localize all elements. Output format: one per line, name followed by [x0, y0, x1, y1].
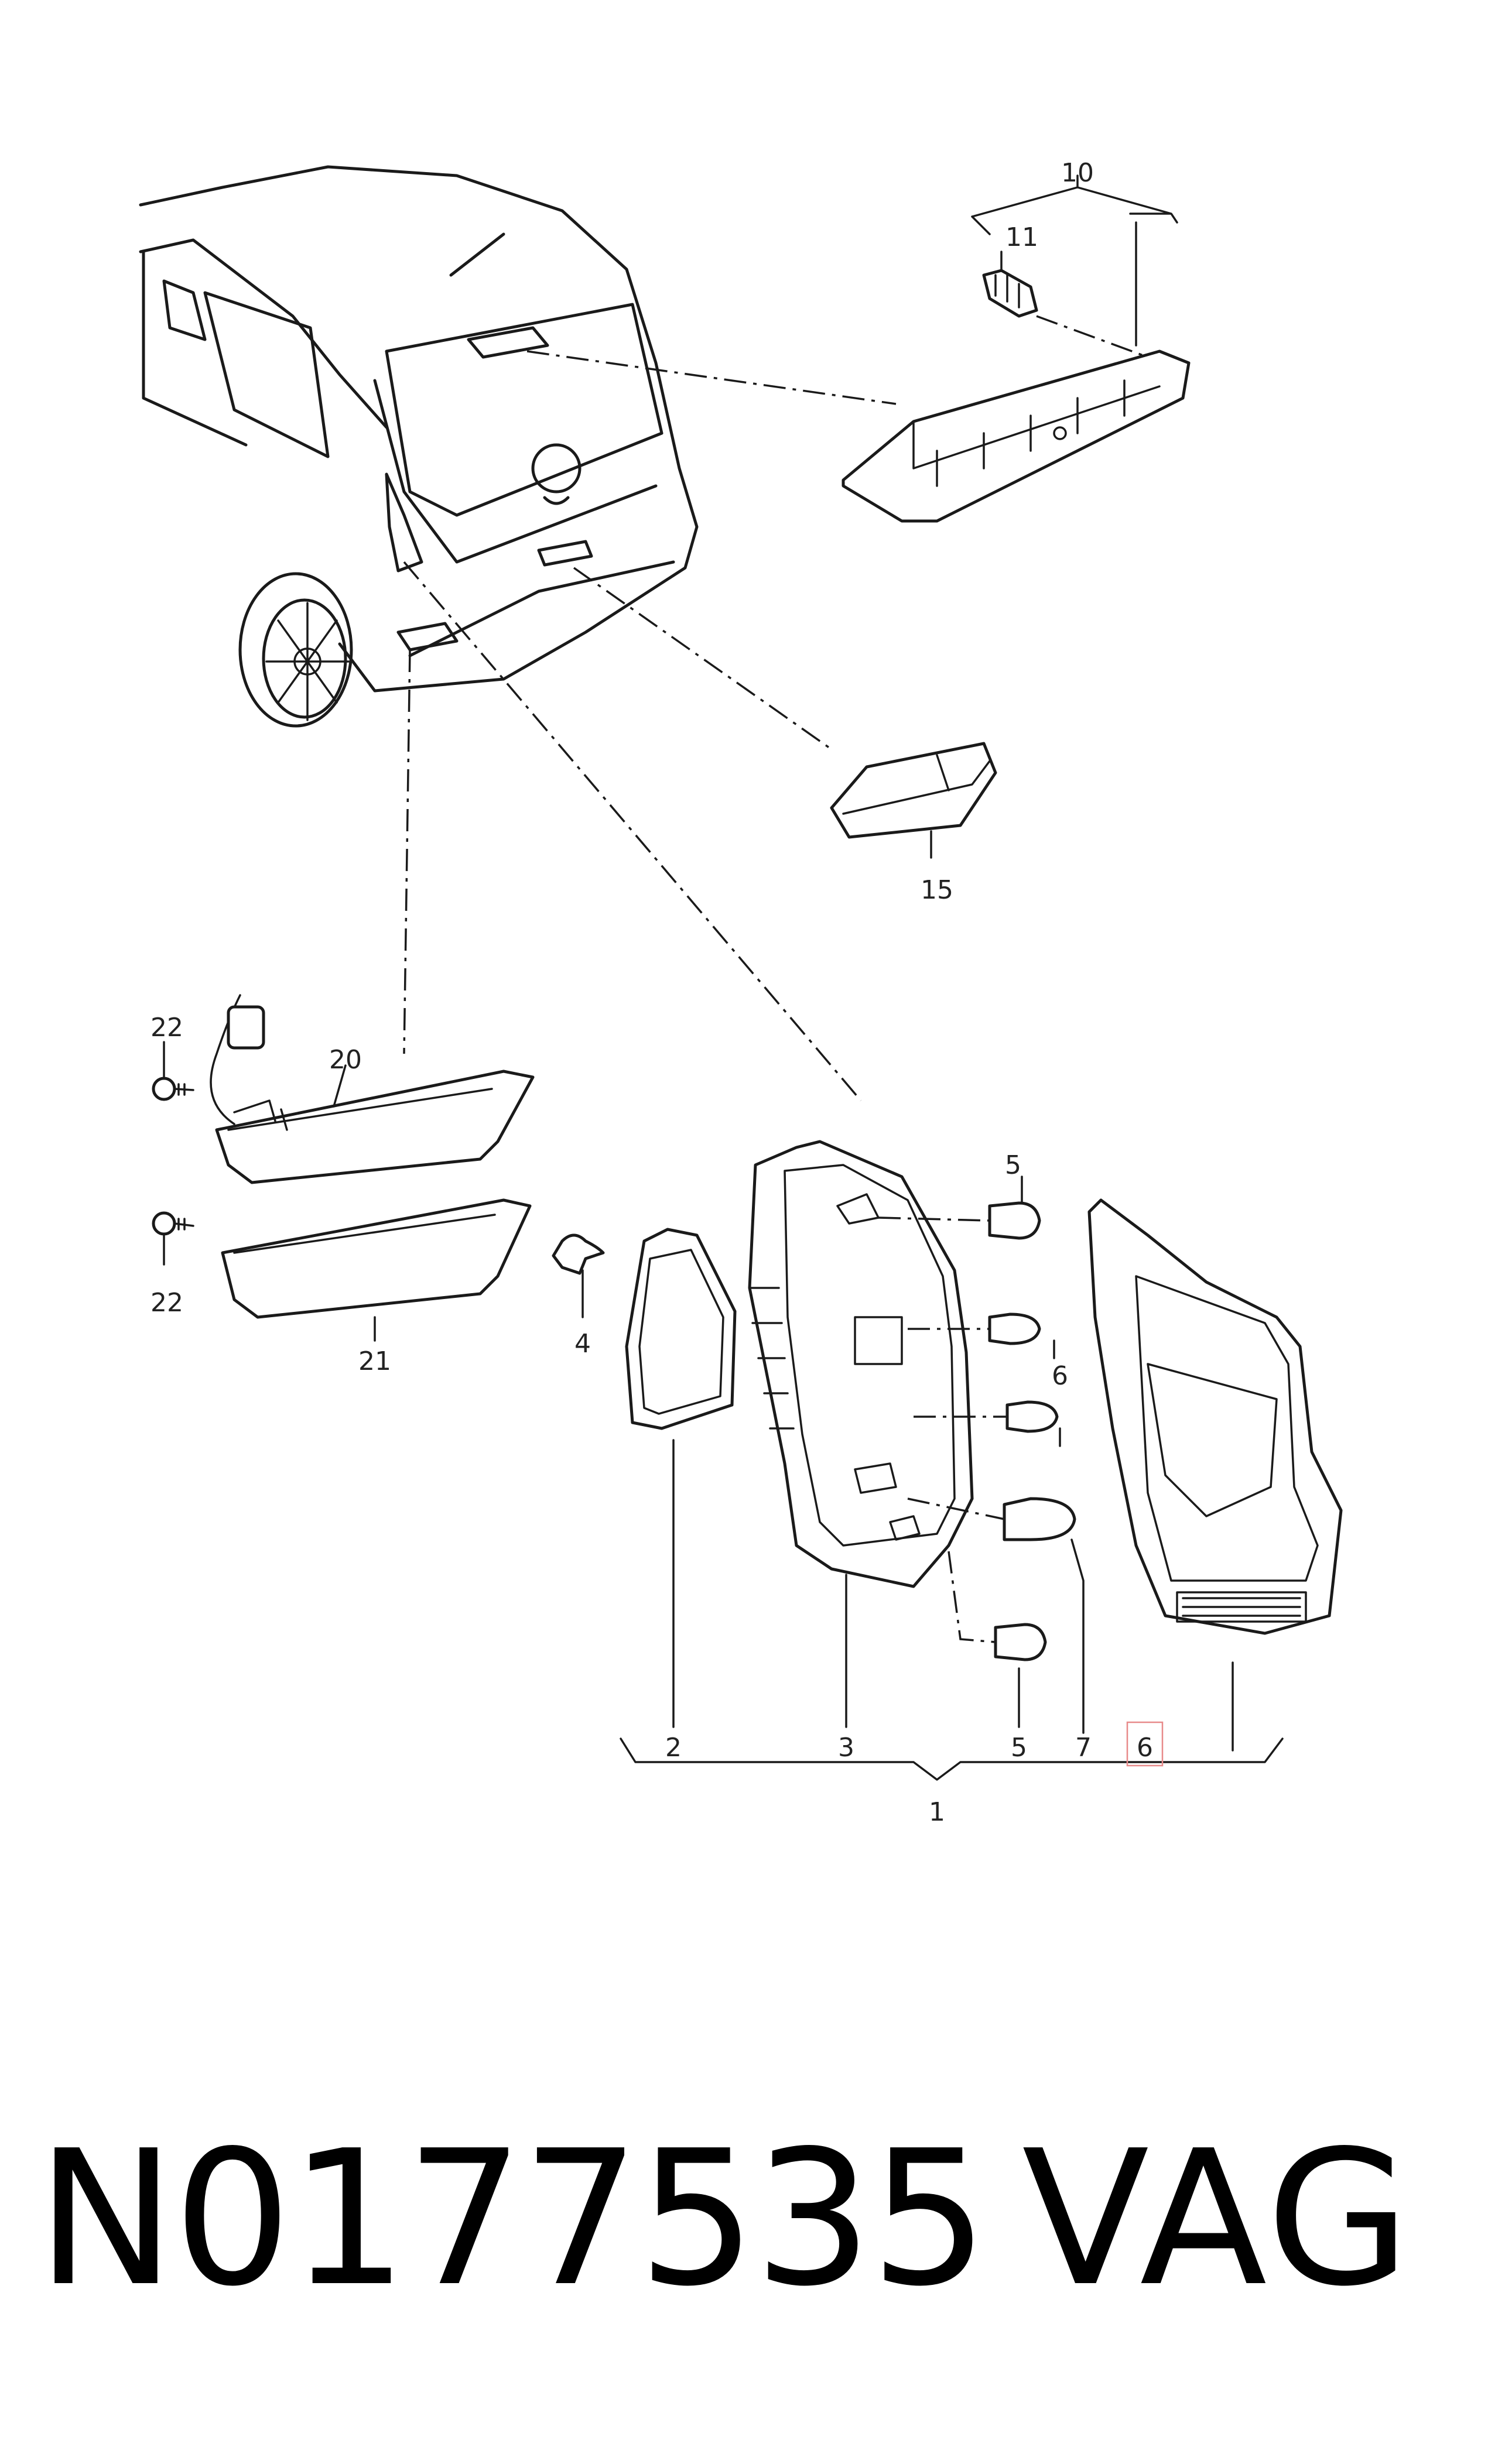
bulb-6-middle	[1005, 1400, 1059, 1433]
bulb-5-lower	[994, 1623, 1047, 1661]
bulb-7	[1003, 1497, 1076, 1541]
rear-reflector-20	[210, 994, 535, 1184]
high-level-brake-light	[842, 349, 1191, 523]
callout-20: 20	[329, 1045, 362, 1075]
wing-nut-4	[552, 1233, 605, 1275]
callout-10: 10	[1061, 158, 1094, 188]
part-number: N0177535	[36, 2110, 988, 2327]
callout-6-highlight-box	[1126, 1721, 1164, 1767]
callout-11: 11	[1005, 222, 1038, 252]
callout-leaders	[163, 174, 1284, 1781]
callout-3: 3	[838, 1733, 854, 1763]
connector-11	[982, 269, 1038, 318]
callout-22-lower: 22	[150, 1288, 183, 1318]
brand-name: VAG	[1022, 2110, 1413, 2327]
bulb-carrier-3	[748, 1140, 974, 1588]
car-rear-illustration	[139, 165, 699, 728]
seal-gasket-2	[625, 1228, 737, 1430]
callout-6-right: 6	[1052, 1361, 1068, 1391]
bulb-6-upper	[988, 1312, 1041, 1345]
footer-caption: N0177535 VAG	[0, 2110, 1505, 2327]
callout-7: 7	[1075, 1733, 1092, 1763]
license-plate-light	[830, 742, 997, 839]
callout-21: 21	[358, 1346, 391, 1376]
tail-light-lens-6	[1087, 1198, 1343, 1635]
callout-5-upper: 5	[1005, 1150, 1021, 1180]
callout-4: 4	[574, 1329, 591, 1359]
callout-6-bottom: 6	[1137, 1733, 1153, 1763]
callout-labels: 10 11 15 22 20 22 21 4 5 6 2 3 5 7 6 1	[150, 158, 1164, 1827]
callout-1: 1	[929, 1797, 945, 1827]
callout-5-lower: 5	[1011, 1733, 1027, 1763]
bolt-22-lower	[152, 1211, 194, 1236]
bulb-5-upper	[988, 1201, 1041, 1240]
callout-15: 15	[921, 875, 953, 905]
bolt-22-upper	[152, 1077, 194, 1101]
rear-reflector-21	[221, 1198, 532, 1319]
leader-lines	[403, 315, 1148, 1643]
callout-2: 2	[665, 1733, 682, 1763]
callout-22-upper: 22	[150, 1013, 183, 1043]
